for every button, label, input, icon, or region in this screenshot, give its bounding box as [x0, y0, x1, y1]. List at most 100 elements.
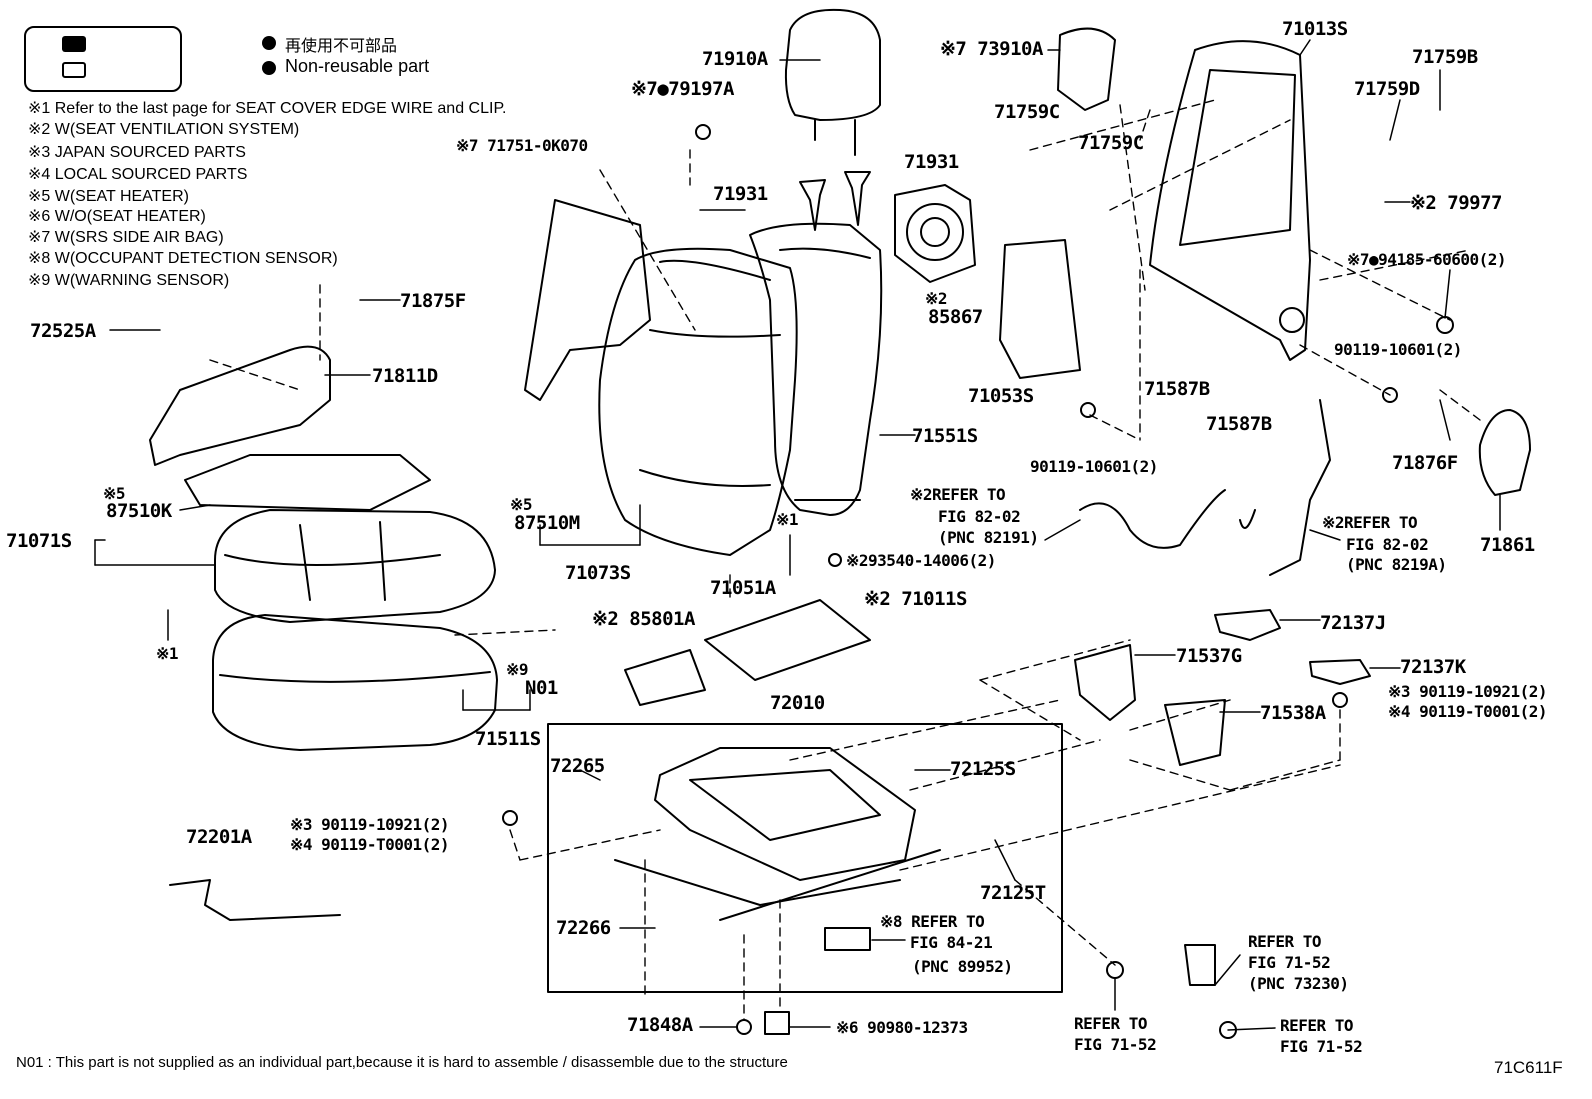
connector-icon: [764, 1011, 790, 1035]
legend-box: [24, 26, 182, 92]
label-71537G: 71537G: [1176, 645, 1242, 667]
label-71071S: 71071S: [6, 530, 72, 552]
seat-cushion-pad: [214, 509, 496, 623]
legend-dot-icon: [262, 61, 276, 75]
label-90119-T0001: ※4 90119-T0001(2): [290, 835, 450, 854]
wire-harness-8219A: [1269, 399, 1331, 576]
seatback-wire-panel: [999, 239, 1081, 379]
label-72125T: 72125T: [980, 882, 1046, 904]
label-71511S: 71511S: [475, 728, 541, 750]
note-9: ※9 W(WARNING SENSOR): [28, 272, 230, 289]
label-refer-71-52: REFER TO: [1280, 1016, 1354, 1035]
label-refer-71-52: REFER TO: [1248, 932, 1322, 951]
headrest-supports: [799, 171, 871, 231]
note-8: ※8 W(OCCUPANT DETECTION SENSOR): [28, 250, 338, 267]
bolt-icon: [1080, 402, 1096, 418]
clip-icon: [1436, 316, 1454, 334]
label-90119-10921: ※3 90119-10921(2): [1388, 682, 1548, 701]
label-79197A: ※7●79197A: [631, 78, 734, 100]
cover-72137J: [1214, 609, 1281, 641]
legend-open-swatch: [62, 62, 86, 78]
headrest: [784, 8, 881, 156]
seatback-pad: [749, 222, 883, 516]
bolt-icon: [828, 553, 842, 567]
bolt-icon: [695, 124, 711, 140]
ventilation-mat: [624, 649, 706, 706]
label-71811D: 71811D: [372, 365, 438, 387]
label-85801A: ※2 85801A: [592, 608, 695, 630]
cushion-spring: [704, 599, 871, 681]
edge-wire-72201A: [169, 879, 341, 921]
label-fig-82-02: FIG 82-02: [1346, 535, 1429, 554]
seat-heater-pad: [184, 454, 431, 511]
label-71551S: 71551S: [912, 425, 978, 447]
label-72125S: 72125S: [950, 758, 1016, 780]
seatback-cover: [598, 247, 798, 556]
label-87510M: 87510M: [514, 512, 580, 534]
label-71751-0K070: ※7 71751-0K070: [456, 136, 588, 155]
label-72137J: 72137J: [1320, 612, 1386, 634]
note-2: ※2 W(SEAT VENTILATION SYSTEM): [28, 121, 300, 138]
label-72201A: 72201A: [186, 826, 252, 848]
label-94185-60600: ※7●94185-60600(2): [1347, 250, 1507, 269]
note-3: ※3 JAPAN SOURCED PARTS: [28, 144, 246, 161]
label-N01: N01: [525, 677, 558, 699]
label-90119-10921: ※3 90119-10921(2): [290, 815, 450, 834]
side-airbag: [1057, 27, 1116, 111]
label-71931: 71931: [713, 183, 768, 205]
label-72525A: 72525A: [30, 320, 96, 342]
seat-back-board: [524, 199, 651, 401]
seat-belt-buckle: [1184, 944, 1216, 986]
label-note-9: ※9: [506, 660, 529, 679]
shield-71538A: [1164, 699, 1226, 766]
label-note-2: ※2: [925, 289, 948, 308]
label-71861: 71861: [1480, 534, 1535, 556]
label-71051A: 71051A: [710, 577, 776, 599]
label-refer-82-02: ※2REFER TO: [1322, 513, 1418, 532]
label-72265: 72265: [550, 755, 605, 777]
note-1: ※1 Refer to the last page for SEAT COVER…: [28, 100, 507, 117]
label-71073S: 71073S: [565, 562, 631, 584]
label-pnc-8219A: (PNC 8219A): [1346, 555, 1447, 574]
label-90119-10601: 90119-10601(2): [1030, 457, 1158, 476]
label-71876F: 71876F: [1392, 452, 1458, 474]
figure-code: 71C611F: [1494, 1058, 1563, 1077]
leader-lines: [94, 39, 1501, 1031]
label-refer-84-21: ※8 REFER TO: [880, 912, 985, 931]
label-fig-71-52: FIG 71-52: [1248, 953, 1331, 972]
label-71587B: 71587B: [1144, 378, 1210, 400]
label-71011S: ※2 71011S: [864, 588, 967, 610]
legend-filled-swatch: [62, 36, 86, 52]
legend-jp-text: 再使用不可部品: [285, 38, 398, 55]
label-71013S: 71013S: [1282, 18, 1348, 40]
cover-72137K: [1309, 659, 1371, 685]
label-note-5: ※5: [510, 495, 533, 514]
label-71587B: 71587B: [1206, 413, 1272, 435]
legend-dot-icon: [262, 36, 276, 50]
seat-track-box: [547, 723, 1063, 993]
label-fig-71-52: FIG 71-52: [1280, 1037, 1363, 1056]
label-90119-10601: 90119-10601(2): [1334, 340, 1462, 359]
label-90119-T0001: ※4 90119-T0001(2): [1388, 702, 1548, 721]
wire-harness-82191: [1079, 489, 1256, 549]
label-85867: 85867: [928, 306, 983, 328]
shield-71537G: [1074, 644, 1136, 721]
ventilation-blower: [894, 184, 976, 283]
footnote: N01 : This part is not supplied as an in…: [16, 1054, 788, 1071]
label-72010: 72010: [770, 692, 825, 714]
note-6: ※6 W/O(SEAT HEATER): [28, 208, 206, 225]
label-fig-71-52: FIG 71-52: [1074, 1035, 1157, 1054]
sensor-icon: [824, 927, 871, 951]
label-93540-14006: ※293540-14006(2): [846, 551, 996, 570]
label-73910A: ※7 73910A: [940, 38, 1043, 60]
label-71910A: 71910A: [702, 48, 768, 70]
label-fig-84-21: FIG 84-21: [910, 933, 993, 952]
label-refer-82-02: ※2REFER TO: [910, 485, 1006, 504]
label-79977: ※2 79977: [1410, 192, 1503, 214]
seat-shield: [149, 345, 331, 466]
label-71759C: 71759C: [1078, 132, 1144, 154]
label-71538A: 71538A: [1260, 702, 1326, 724]
note-7: ※7 W(SRS SIDE AIR BAG): [28, 229, 224, 246]
label-refer-71-52: REFER TO: [1074, 1014, 1148, 1033]
label-note-1: ※1: [776, 510, 799, 529]
